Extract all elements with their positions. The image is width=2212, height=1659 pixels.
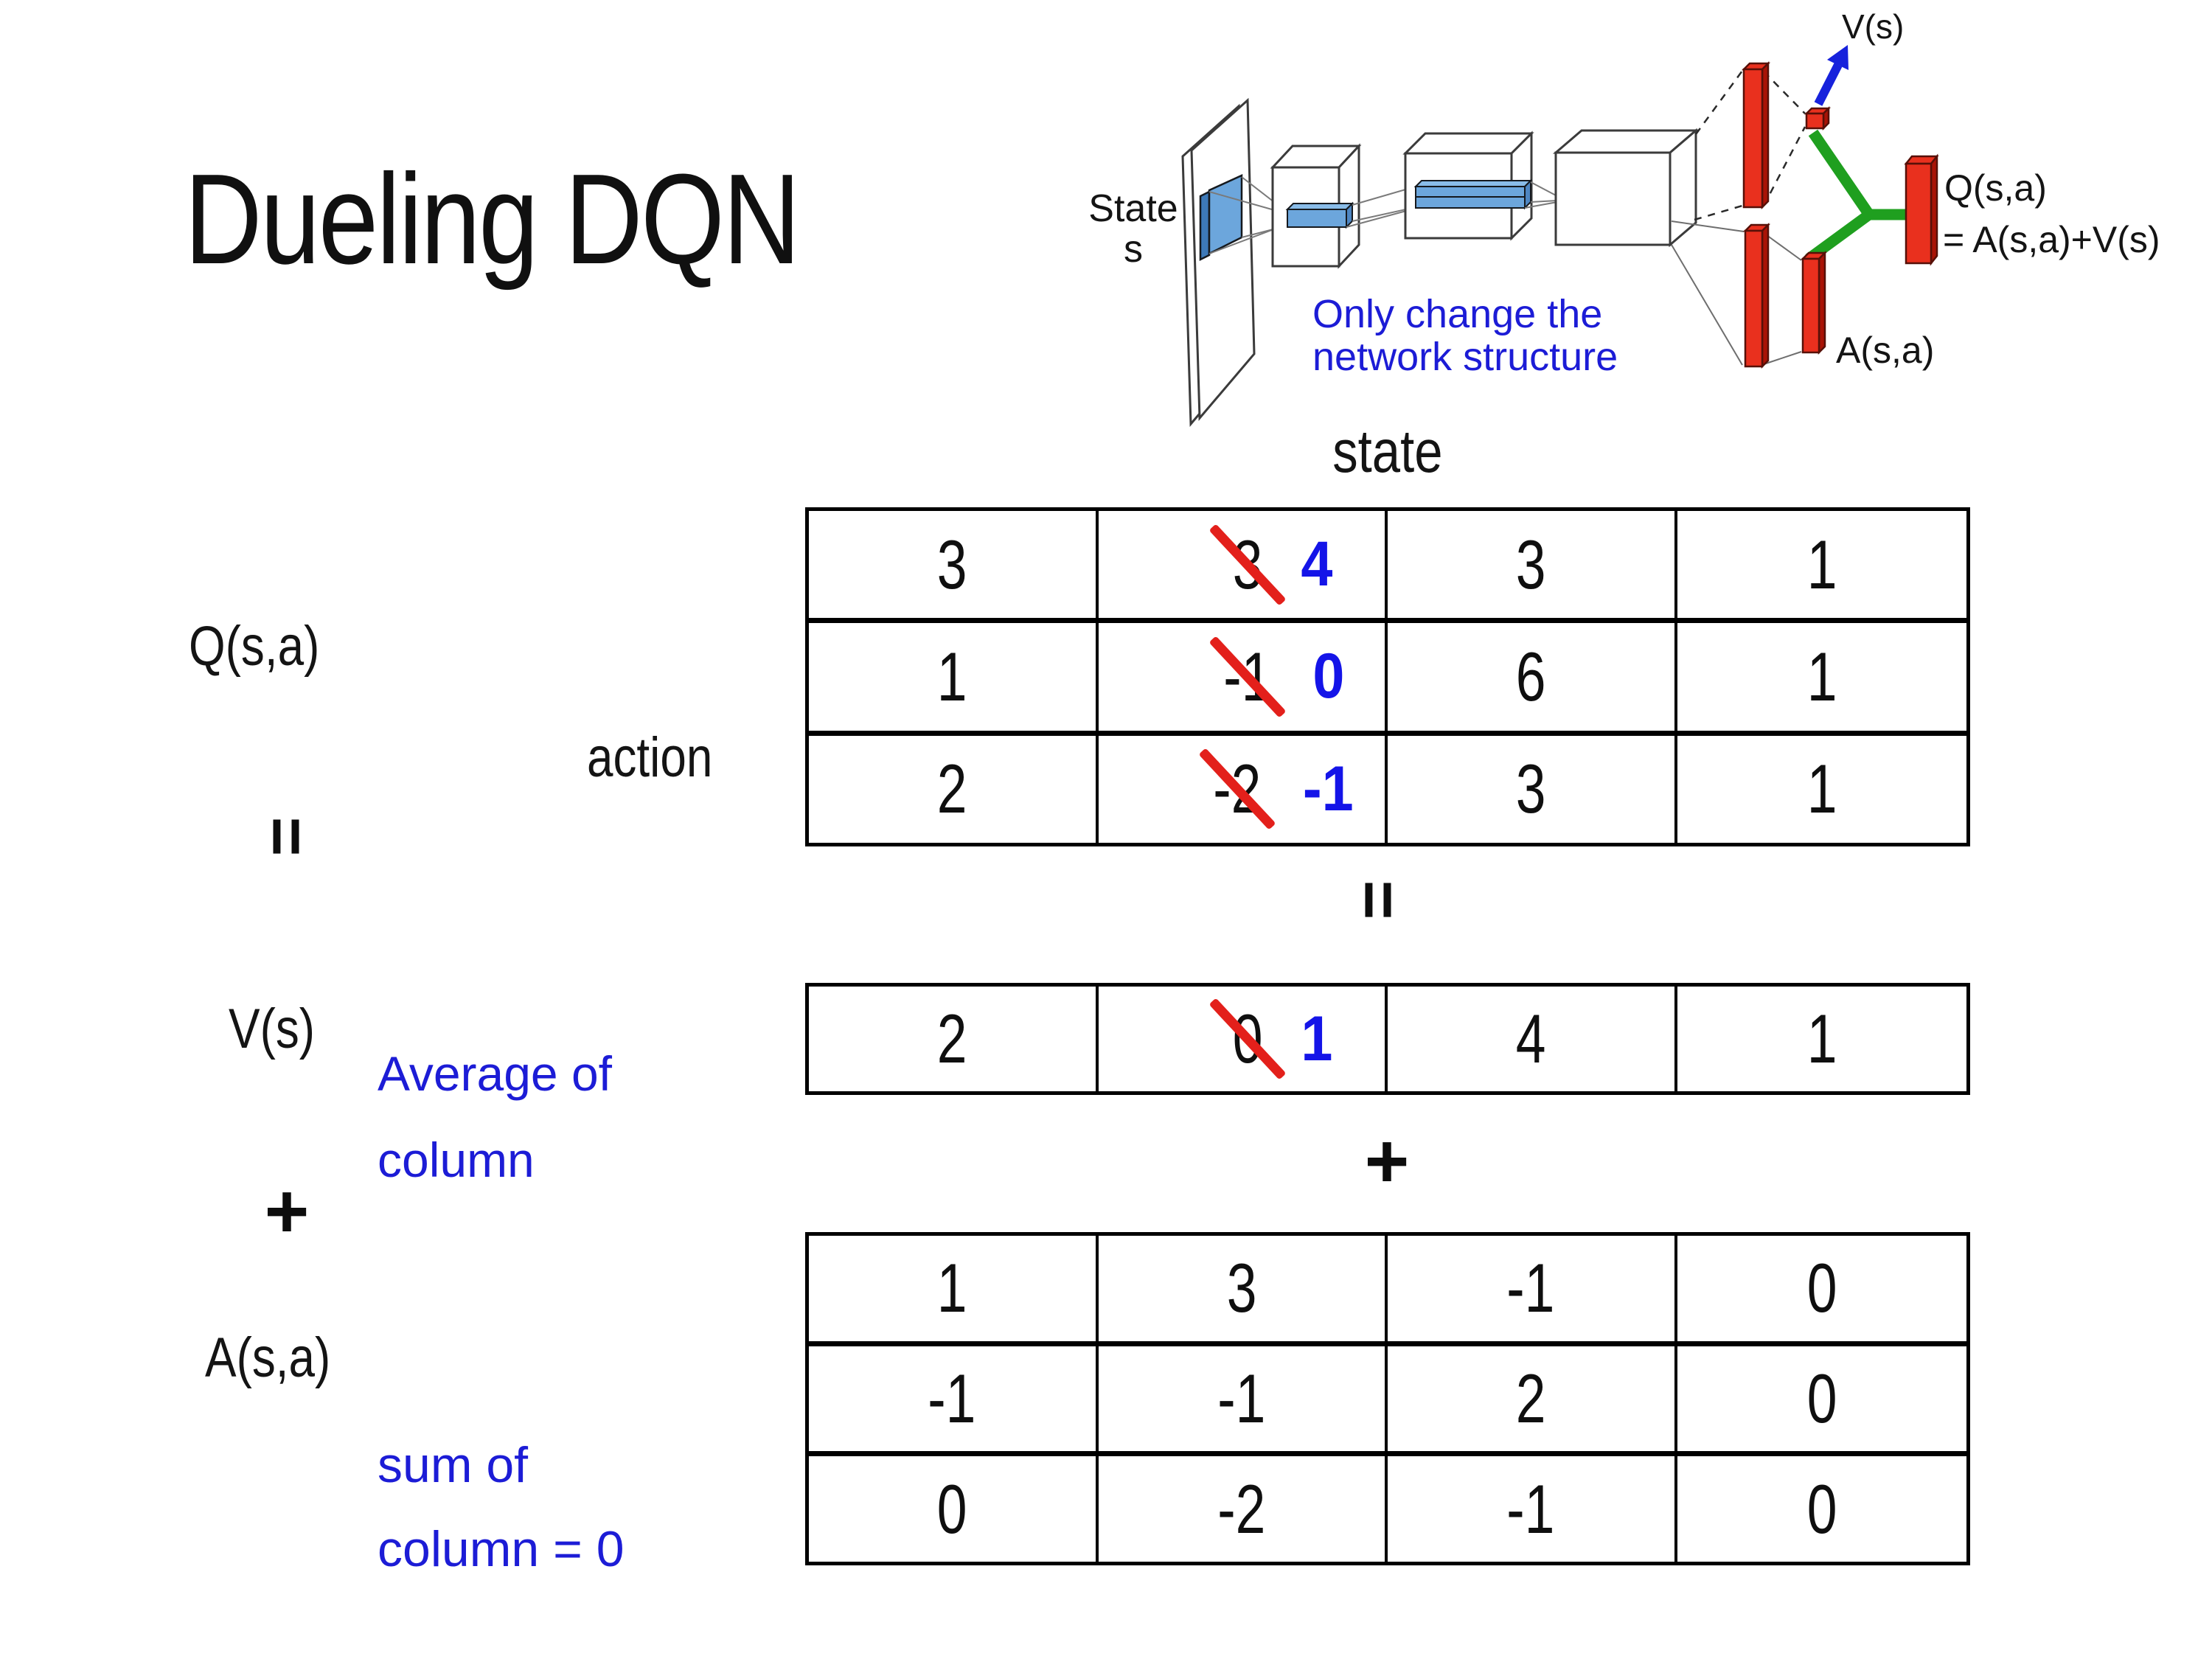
new-value: 0 bbox=[1312, 641, 1345, 712]
v-output-label: V(s) bbox=[1842, 7, 1904, 46]
a-matrix-label: A(s,a) bbox=[205, 1326, 331, 1389]
a-cell: -1 bbox=[1098, 1346, 1388, 1457]
q-cell: 3 bbox=[1388, 735, 1677, 843]
q-output-bar bbox=[1904, 153, 1939, 266]
state-sub-label: s bbox=[1124, 228, 1143, 271]
sum-of-column-note: sum of column = 0 bbox=[378, 1437, 625, 1577]
plus-sign-center: + bbox=[1364, 1118, 1410, 1204]
value-stream-dashed-links bbox=[1694, 70, 1806, 221]
new-value: 4 bbox=[1301, 529, 1333, 600]
a-cell: 1 bbox=[809, 1236, 1099, 1346]
v-arrow-icon bbox=[1814, 45, 1848, 106]
fc-bar-value-stream bbox=[1741, 60, 1771, 210]
q-cell: 3 bbox=[809, 511, 1099, 624]
conv-fan-3 bbox=[1524, 181, 1558, 209]
fc-bar-advantage-stream bbox=[1742, 222, 1771, 369]
q-table: 3 3 4 3 1 1 -1 0 6 1 2 bbox=[805, 507, 1970, 846]
conv-feature-2 bbox=[1413, 178, 1533, 210]
v-cell: 1 bbox=[1806, 1000, 1837, 1077]
v-matrix-label: V(s) bbox=[229, 998, 316, 1060]
q-cell: 3 bbox=[1388, 511, 1677, 624]
equals-rotated-left: = bbox=[248, 816, 324, 856]
q-output-label: Q(s,a) bbox=[1944, 167, 2047, 209]
a-cell: -1 bbox=[1388, 1236, 1677, 1346]
average-of-column-note: Average of column bbox=[378, 1046, 613, 1187]
page-title: Dueling DQN bbox=[184, 147, 801, 291]
v-cell: 2 bbox=[809, 987, 1099, 1091]
crossed-value: 0 bbox=[1208, 998, 1287, 1080]
input-filter-side bbox=[1199, 189, 1211, 262]
a-cell: 0 bbox=[809, 1456, 1099, 1562]
q-cell: 1 bbox=[809, 623, 1099, 736]
plus-sign-left: + bbox=[264, 1168, 310, 1254]
conv-box-3 bbox=[1552, 128, 1700, 248]
q-cell: 6 bbox=[1388, 623, 1677, 736]
q-cell: -2 -1 bbox=[1099, 735, 1388, 843]
network-note-line2: network structure bbox=[1312, 335, 1618, 379]
v-cell: 0 1 bbox=[1099, 987, 1388, 1091]
q-matrix-label: Q(s,a) bbox=[189, 615, 320, 678]
a-cell: 2 bbox=[1388, 1346, 1677, 1457]
advantage-node bbox=[1800, 250, 1828, 355]
q-output-formula: = A(s,a)+V(s) bbox=[1943, 219, 2160, 260]
a-output-label: A(s,a) bbox=[1836, 330, 1934, 371]
state-label: State bbox=[1088, 187, 1178, 230]
a-cell: 3 bbox=[1098, 1236, 1388, 1346]
v-cell: 4 bbox=[1388, 987, 1677, 1091]
a-cell: -2 bbox=[1099, 1456, 1388, 1562]
v-table: 2 0 1 4 1 bbox=[805, 983, 1970, 1095]
a-cell: 0 bbox=[1677, 1346, 1966, 1457]
a-table: 1 3 -1 0 -1 -1 2 0 0 -2 -1 0 bbox=[805, 1232, 1970, 1565]
crossed-value: -2 bbox=[1198, 748, 1276, 830]
a-cell: -1 bbox=[809, 1346, 1099, 1457]
q-cell: 1 bbox=[1806, 750, 1837, 828]
q-cell: 1 bbox=[1677, 511, 1966, 624]
q-cell: 3 4 bbox=[1098, 511, 1388, 624]
network-note-line1: Only change the bbox=[1312, 292, 1602, 336]
conv-feature-1 bbox=[1285, 201, 1354, 229]
dueling-network-diagram: State s V(s) Q(s,a) = A(s,a)+V(s) A(s,a)… bbox=[1088, 7, 2160, 427]
equals-rotated-center: = bbox=[1340, 880, 1416, 919]
q-cell: 2 bbox=[809, 735, 1099, 843]
a-cell: 0 bbox=[1677, 1236, 1966, 1346]
merge-connector bbox=[1805, 129, 1906, 264]
q-cell: -1 0 bbox=[1098, 623, 1388, 736]
state-header: state bbox=[1332, 418, 1443, 485]
new-value: 1 bbox=[1301, 1003, 1333, 1074]
value-node bbox=[1804, 105, 1832, 131]
a-cell: 0 bbox=[1806, 1470, 1837, 1548]
a-cell: -1 bbox=[1388, 1456, 1677, 1562]
new-value: -1 bbox=[1303, 753, 1354, 824]
crossed-value: -1 bbox=[1208, 636, 1287, 718]
action-label: action bbox=[587, 726, 713, 789]
advantage-stream-links bbox=[1671, 220, 1802, 366]
q-cell: 1 bbox=[1677, 623, 1966, 736]
crossed-value: 3 bbox=[1208, 524, 1287, 606]
